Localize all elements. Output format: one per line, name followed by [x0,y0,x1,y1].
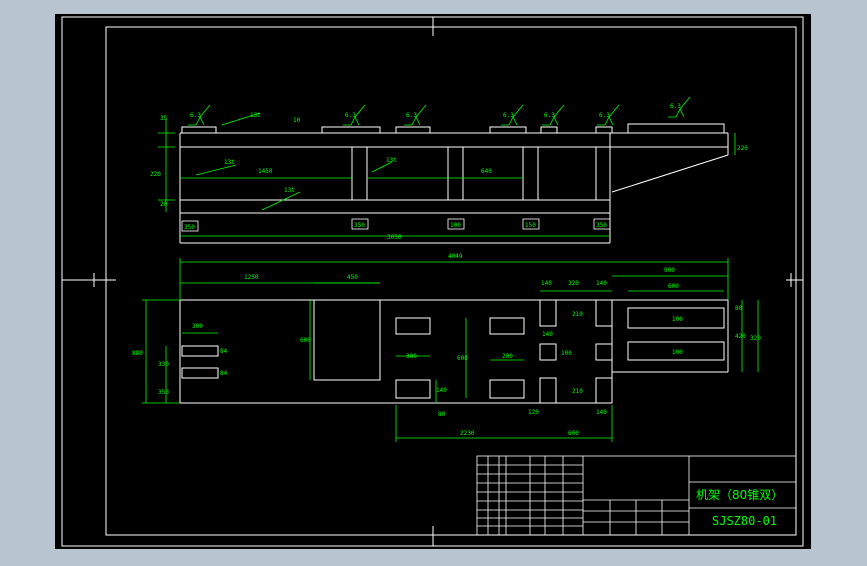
base-mark: 100 [450,222,461,229]
top-view-text: 6.3 6.3 6.3 6.3 6.3 6.3 6.3 35 10 220 20… [150,103,748,241]
weld-label: 6.3 [670,103,681,110]
dim-slot-a: 100 [672,316,683,323]
base-mark-boxes [181,218,611,232]
dim-window-height: 600 [300,337,311,344]
dim-bottom-small: 80 [438,411,446,418]
dim-col-210-a: 210 [572,311,583,318]
dim-col-320: 320 [568,280,579,287]
base-mark: 150 [525,222,536,229]
dim-left-offset: 1250 [244,274,259,281]
weld-label: 6.3 [503,112,514,119]
weld-label: 6.3 [345,112,356,119]
dim-right-h-2: 420 [735,333,746,340]
weld-label: 6.3 [406,112,417,119]
bottom-view-text: 4049 900 1250 450 880 300 84 84 330 350 … [132,253,761,437]
dim-bottom-step: 20 [160,201,168,208]
dim-mid-small: 140 [436,387,447,394]
dim-bottom-total: 2230 [460,430,475,437]
dim-mid-width-2: 200 [502,353,513,360]
dim-col-100: 100 [561,350,572,357]
dim-mid-height: 600 [457,355,468,362]
dim-length-1: 1450 [258,168,273,175]
dim-window-width: 450 [347,274,358,281]
dim-col-210-b: 210 [572,388,583,395]
top-view-dimensions [158,112,736,237]
top-view-outline [179,123,729,244]
section-label: 13t [284,187,295,194]
dim-top-step: 10 [293,117,301,124]
dim-col-140-c: 140 [542,331,553,338]
base-mark: 350 [354,222,365,229]
dim-left-bottom: 350 [158,389,169,396]
dim-total-length: 3050 [387,234,402,241]
title-block [476,455,797,536]
dim-slot-width: 300 [192,323,203,330]
dim-col-140-a: 140 [541,280,552,287]
dim-col-140-d: 140 [596,409,607,416]
base-mark: 350 [596,222,607,229]
dim-right-h-3: 320 [750,335,761,342]
weld-label: 6.3 [544,112,555,119]
drawing-number: SJSZ80-01 [712,514,777,528]
centering-marks [62,17,803,546]
dim-overall-top: 4049 [448,253,463,260]
dim-slot-b: 100 [672,349,683,356]
dim-bottom-right: 600 [568,430,579,437]
dim-right-inner: 600 [668,283,679,290]
drawing-name: 机架（80锥双） [696,488,783,502]
dim-height-left: 880 [132,350,143,357]
section-label: 13t [250,112,261,119]
dim-mid-width-1: 300 [406,353,417,360]
inner-border [105,26,797,536]
dim-pitch-2: 84 [220,370,228,377]
weld-label: 6.3 [599,112,610,119]
dim-side-height: 220 [150,171,161,178]
dim-pitch-1: 84 [220,348,228,355]
section-label: 13t [224,159,235,166]
dim-left-height: 35 [160,115,168,122]
base-mark: 350 [184,224,195,231]
dim-left-gap: 330 [158,361,169,368]
section-label: 13t [386,157,397,164]
dim-right-top: 900 [664,267,675,274]
dim-right-height: 220 [737,145,748,152]
dim-col-120: 120 [528,409,539,416]
drawing-sheet [55,14,811,549]
dim-length-2: 640 [481,168,492,175]
dim-col-140-b: 140 [596,280,607,287]
bottom-view-dimensions [142,258,759,442]
dim-right-h-1: 80 [735,305,743,312]
weld-label: 6.3 [190,112,201,119]
bottom-view-outline [179,299,729,404]
weld-symbol-lines [188,96,691,126]
